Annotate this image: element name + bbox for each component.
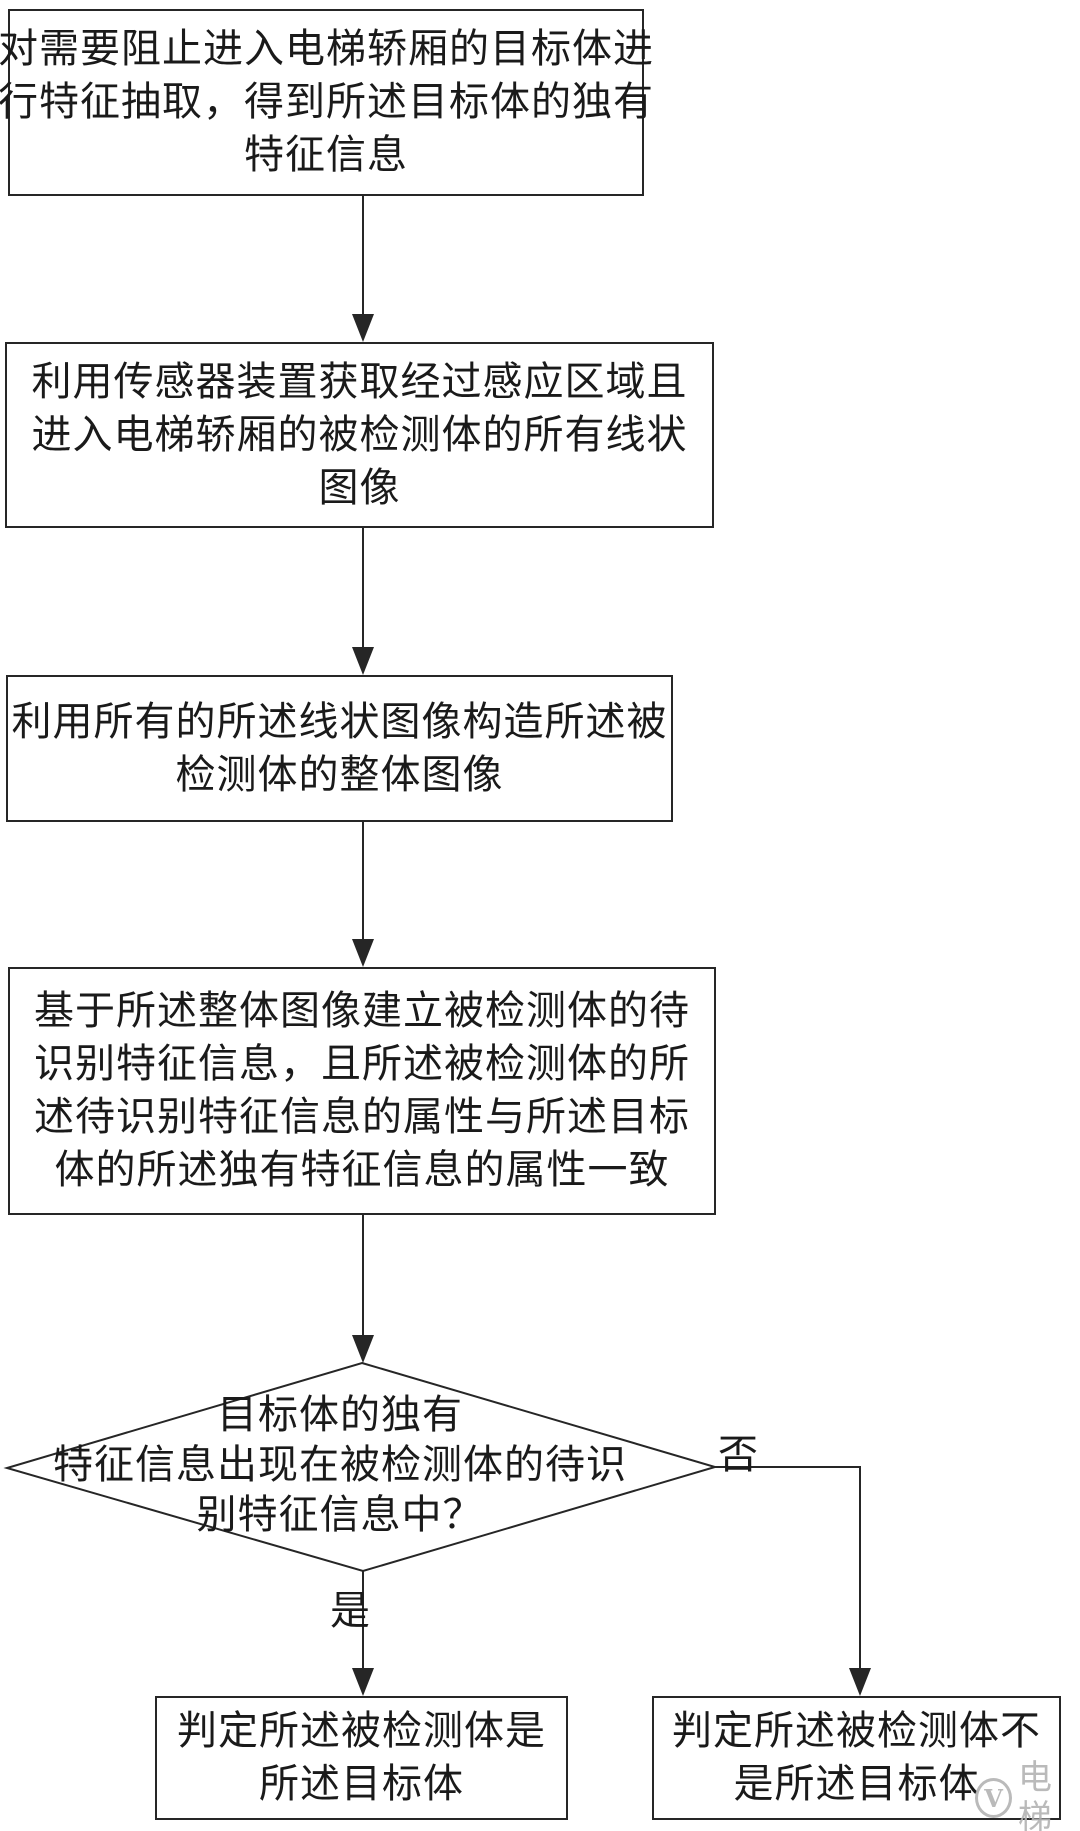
process-box-build-image: 利用所有的所述线状图像构造所述被 检测体的整体图像 <box>6 675 673 822</box>
text-line: 体的所述独有特征信息的属性一致 <box>54 1147 670 1193</box>
text-line: 别特征信息中？ <box>196 1492 484 1538</box>
decision-diamond: 目标体的独有 特征信息出现在被检测体的待识 别特征信息中？ <box>20 1390 660 1540</box>
arrow-step2-step3 <box>352 528 374 675</box>
text-line: 图像 <box>318 464 401 511</box>
chat-bubble-v-logo-icon: V <box>975 1778 1012 1818</box>
text-line: 特征信息出现在被检测体的待识 <box>53 1442 627 1488</box>
arrow-step3-step4 <box>352 822 374 967</box>
text-line: 所述目标体 <box>259 1761 464 1807</box>
text-line: 特征信息 <box>244 132 408 178</box>
result-box-is-target: 判定所述被检测体是 所述目标体 <box>155 1696 568 1820</box>
text-line: 目标体的独有 <box>217 1392 463 1438</box>
branch-label-no: 否 <box>718 1432 758 1478</box>
text-line: 述待识别特征信息的属性与所述目标 <box>34 1094 690 1140</box>
process-box-sensor-capture: 利用传感器装置获取经过感应区域且 进入电梯轿厢的被检测体的所有线状 图像 <box>5 342 714 528</box>
process-box-build-features: 基于所述整体图像建立被检测体的待 识别特征信息，且所述被检测体的所 述待识别特征… <box>8 967 716 1215</box>
watermark-text: 电梯 <box>1018 1758 1052 1831</box>
text-line: 进入电梯轿厢的被检测体的所有线状 <box>31 411 688 458</box>
text-line: 利用传感器装置获取经过感应区域且 <box>31 358 688 405</box>
text-line: 行特征抽取，得到所述目标体的独有 <box>0 79 654 125</box>
branch-label-yes: 是 <box>330 1588 370 1634</box>
arrow-step4-decision <box>352 1215 374 1363</box>
text-line: 利用所有的所述线状图像构造所述被 <box>11 698 668 745</box>
text-line: 识别特征信息，且所述被检测体的所 <box>34 1041 690 1087</box>
text-line: 是所述目标体 <box>733 1761 980 1807</box>
text-line: 判定所述被检测体是 <box>177 1708 546 1754</box>
arrow-yes-branch <box>352 1571 374 1696</box>
watermark: V 电梯 <box>975 1758 1080 1831</box>
text-line: 对需要阻止进入电梯轿厢的目标体进 <box>0 26 654 72</box>
text-line: 检测体的整体图像 <box>175 751 504 798</box>
process-box-feature-extraction: 对需要阻止进入电梯轿厢的目标体进 行特征抽取，得到所述目标体的独有 特征信息 <box>0 9 653 196</box>
arrow-no-branch <box>715 1466 871 1696</box>
text-line: 判定所述被检测体不 <box>672 1708 1041 1754</box>
text-line: 基于所述整体图像建立被检测体的待 <box>34 988 690 1034</box>
arrow-step1-step2 <box>352 196 374 342</box>
